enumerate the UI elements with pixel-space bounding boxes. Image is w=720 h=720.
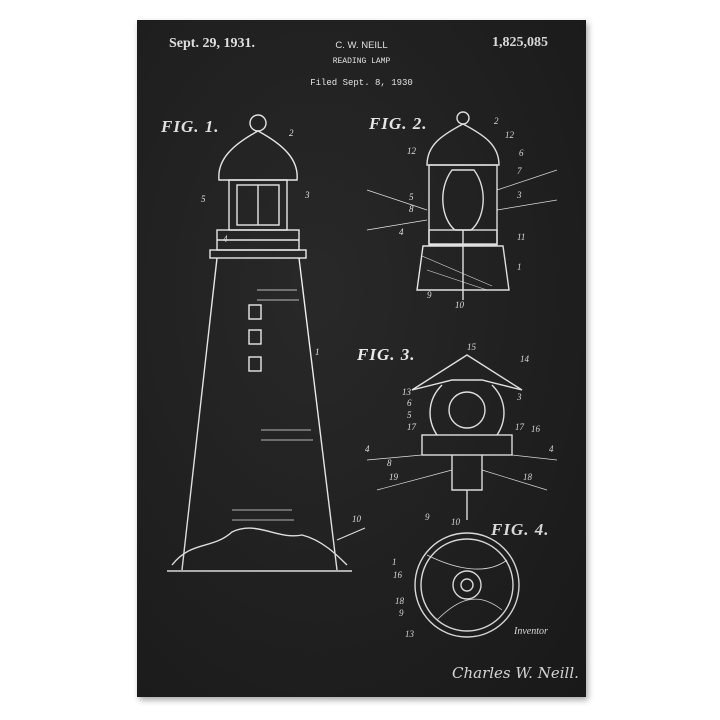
- fig2-reference-numeral: 3: [516, 190, 522, 200]
- fig3-reference-numeral: 17: [515, 422, 525, 432]
- lighthouse-drawing: [167, 114, 366, 572]
- fig2-reference-numeral: 12: [505, 130, 515, 140]
- fig3-reference-numeral: 16: [531, 424, 541, 434]
- fig3-label: FIG. 3.: [357, 345, 416, 364]
- fig1-reference-numeral: 5: [201, 194, 206, 204]
- patent-poster: Sept. 29, 1931. C. W. NEILL 1,825,085 RE…: [137, 20, 586, 697]
- fig2-reference-numeral: 9: [427, 290, 432, 300]
- fig3-reference-numeral: 17: [407, 422, 417, 432]
- fig2-reference-numeral: 6: [519, 148, 524, 158]
- fig2-label: FIG. 2.: [369, 114, 428, 133]
- fig2-reference-numeral: 8: [409, 204, 414, 214]
- fig1-reference-numeral: 10: [352, 514, 362, 524]
- fig2-reference-numeral: 7: [517, 166, 522, 176]
- patent-date: Sept. 29, 1931.: [169, 36, 255, 51]
- lamp-base-drawing: [414, 532, 520, 638]
- fig1-reference-numeral: 2: [289, 128, 294, 138]
- fig4-reference-numeral: 18: [395, 596, 405, 606]
- fig3-reference-numeral: 3: [516, 392, 522, 402]
- fig1-reference-numeral: 1: [315, 347, 320, 357]
- fig2-reference-numeral: 12: [407, 146, 417, 156]
- inventor-label: Inventor: [514, 626, 548, 637]
- fig3-reference-numeral: 15: [467, 342, 477, 352]
- fig3-reference-numeral: 9: [425, 512, 430, 522]
- fig1-label: FIG. 1.: [161, 117, 220, 136]
- fig4-reference-numeral: 1: [392, 557, 397, 567]
- fig2-reference-numeral: 5: [409, 192, 414, 202]
- filed-date: Filed Sept. 8, 1930: [310, 78, 413, 88]
- fig2-reference-numeral: 4: [399, 227, 404, 237]
- fig2-reference-numeral: 1: [517, 262, 522, 272]
- fig2-reference-numeral: 11: [517, 232, 525, 242]
- fig2-reference-numeral: 2: [494, 116, 499, 126]
- fig4-reference-numeral: 13: [405, 629, 415, 639]
- fig3-reference-numeral: 4: [365, 444, 370, 454]
- fig3-reference-numeral: 6: [407, 398, 412, 408]
- fig1-reference-numeral: 4: [223, 234, 228, 244]
- inventor-name: C. W. NEILL: [335, 40, 388, 51]
- patent-title: READING LAMP: [332, 57, 391, 66]
- fig3-reference-numeral: 14: [520, 354, 530, 364]
- fig3-reference-numeral: 5: [407, 410, 412, 420]
- inventor-signature: Charles W. Neill.: [452, 664, 579, 682]
- fig4-label: FIG. 4.: [491, 520, 550, 539]
- fig3-reference-numeral: 8: [387, 458, 392, 468]
- fig4-reference-numeral: 9: [399, 608, 404, 618]
- fig1-reference-numeral: 3: [304, 190, 310, 200]
- lamp-shade-drawing: [366, 354, 558, 520]
- fig3-reference-numeral: 18: [523, 472, 533, 482]
- fig3-reference-numeral: 4: [549, 444, 554, 454]
- patent-number: 1,825,085: [492, 35, 548, 50]
- fig3-reference-numeral: 10: [451, 517, 461, 527]
- fig4-reference-numeral: 16: [393, 570, 403, 580]
- fig3-reference-numeral: 19: [389, 472, 399, 482]
- lamp-section-drawing: [366, 111, 558, 300]
- fig3-reference-numeral: 13: [402, 387, 412, 397]
- fig2-reference-numeral: 10: [455, 300, 465, 310]
